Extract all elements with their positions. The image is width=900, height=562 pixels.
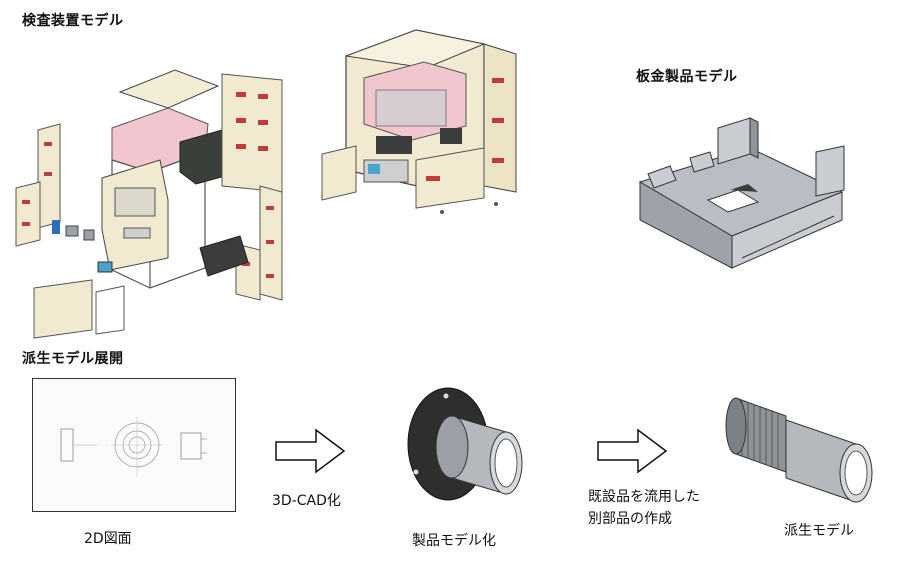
product-caption: 製品モデル化 [412, 533, 496, 549]
arrow-right-icon [275, 428, 346, 474]
step2-label-line1: 既設品を流用した [588, 489, 700, 505]
drawing-linework-icon [60, 417, 207, 477]
derived-caption: 派生モデル [784, 523, 854, 539]
flange-part-illustration [407, 387, 523, 501]
sheet-metal-part-illustration [638, 117, 845, 269]
2d-drawing-frame [32, 378, 236, 512]
assembled-machine-illustration [321, 29, 517, 214]
step1-label: 3D-CAD化 [272, 493, 341, 509]
drawing-caption: 2D図面 [84, 531, 132, 547]
section-title-derived-model: 派生モデル展開 [22, 351, 124, 367]
section-title-sheet-metal-model: 板金製品モデル [636, 69, 738, 85]
section-title-inspection-model: 検査装置モデル [22, 13, 124, 29]
step2-label-line2: 別部品の作成 [588, 511, 672, 527]
step2-label: 既設品を流用した 別部品の作成 [588, 486, 700, 530]
exploded-machine-illustration [15, 69, 283, 339]
arrow-right-icon [597, 428, 668, 474]
threaded-part-illustration [725, 397, 873, 503]
